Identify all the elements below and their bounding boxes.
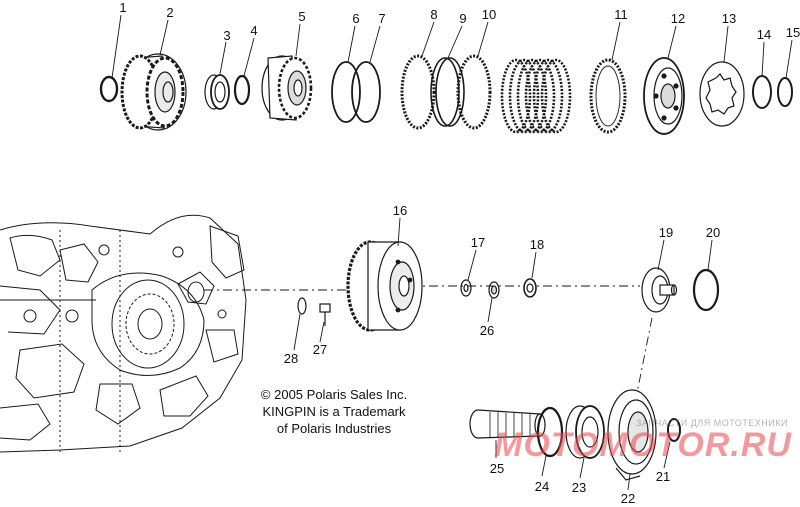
part-2-clutch-drum xyxy=(120,53,187,131)
part-20-retaining-ring xyxy=(692,268,720,312)
callout-13: 13 xyxy=(721,11,737,26)
callout-3: 3 xyxy=(223,28,231,43)
callout-27: 27 xyxy=(312,342,328,357)
copyright-line-2: KINGPIN is a Trademark xyxy=(262,404,406,419)
callout-25: 25 xyxy=(489,461,505,476)
part-5-clutch-hub xyxy=(261,55,313,121)
part-6-ring xyxy=(331,61,361,123)
callout-2: 2 xyxy=(166,5,174,20)
callout-8: 8 xyxy=(430,7,438,22)
watermark: ЗАПЧАСТИ ДЛЯ МОТОТЕХНИКИ MOTOMOTOR.RU xyxy=(476,418,796,478)
part-3-bearing xyxy=(204,74,230,110)
callout-17: 17 xyxy=(470,235,486,250)
part-23-bearing xyxy=(565,405,605,459)
callout-11: 11 xyxy=(614,7,628,22)
part-10-friction-plate xyxy=(456,54,492,130)
part-24-snap-ring xyxy=(536,406,564,458)
callout-24: 24 xyxy=(534,479,550,494)
callout-28: 28 xyxy=(283,351,299,366)
callout-5: 5 xyxy=(298,9,306,24)
part-26-lock-washer xyxy=(488,281,500,299)
part-1-snap-ring xyxy=(99,75,119,103)
callout-12: 12 xyxy=(670,11,686,26)
part-8-friction-plate xyxy=(400,54,436,130)
callout-19: 19 xyxy=(658,225,674,240)
part-22-housing xyxy=(607,389,657,481)
callout-1: 1 xyxy=(119,0,127,15)
callout-4: 4 xyxy=(250,23,258,38)
plate-stack xyxy=(500,58,572,134)
part-11-friction-plate xyxy=(589,58,627,134)
part-17-washer xyxy=(460,279,472,297)
callout-21: 21 xyxy=(655,469,671,484)
engine-case-outline xyxy=(0,214,247,453)
copyright-line-3: of Polaris Industries xyxy=(276,421,392,436)
part-13-disc-spring xyxy=(699,61,745,127)
watermark-tagline: ЗАПЧАСТИ ДЛЯ МОТОТЕХНИКИ xyxy=(635,418,788,428)
callout-7: 7 xyxy=(378,11,386,26)
part-28-washer xyxy=(297,297,307,315)
callout-18: 18 xyxy=(529,237,545,252)
part-12-pressure-plate xyxy=(643,57,685,135)
callout-9: 9 xyxy=(459,11,467,26)
callout-22: 22 xyxy=(620,491,636,506)
part-21-o-ring xyxy=(667,418,681,442)
part-7-ring xyxy=(351,61,381,123)
callout-15: 15 xyxy=(785,25,800,40)
callout-23: 23 xyxy=(571,480,587,495)
callout-16: 16 xyxy=(392,203,408,218)
part-25-splined-shaft xyxy=(469,409,546,439)
part-4-snap-ring xyxy=(233,74,251,106)
part-15-retaining-ring xyxy=(777,77,793,107)
callout-26: 26 xyxy=(479,323,495,338)
part-27-bolt xyxy=(319,303,331,326)
callout-6: 6 xyxy=(352,11,360,26)
copyright-notice: © 2005 Polaris Sales Inc. KINGPIN is a T… xyxy=(246,386,422,437)
callout-10: 10 xyxy=(481,7,497,22)
callout-14: 14 xyxy=(756,27,772,42)
part-18-nut xyxy=(523,278,537,298)
part-16-driven-gear-drum xyxy=(346,240,423,332)
part-14-retaining-ring xyxy=(752,75,772,109)
watermark-logo: MOTOMOTOR.RU xyxy=(494,426,792,464)
part-19-cam-assembly xyxy=(641,267,678,313)
callout-20: 20 xyxy=(705,225,721,240)
copyright-line-1: © 2005 Polaris Sales Inc. xyxy=(260,387,408,402)
